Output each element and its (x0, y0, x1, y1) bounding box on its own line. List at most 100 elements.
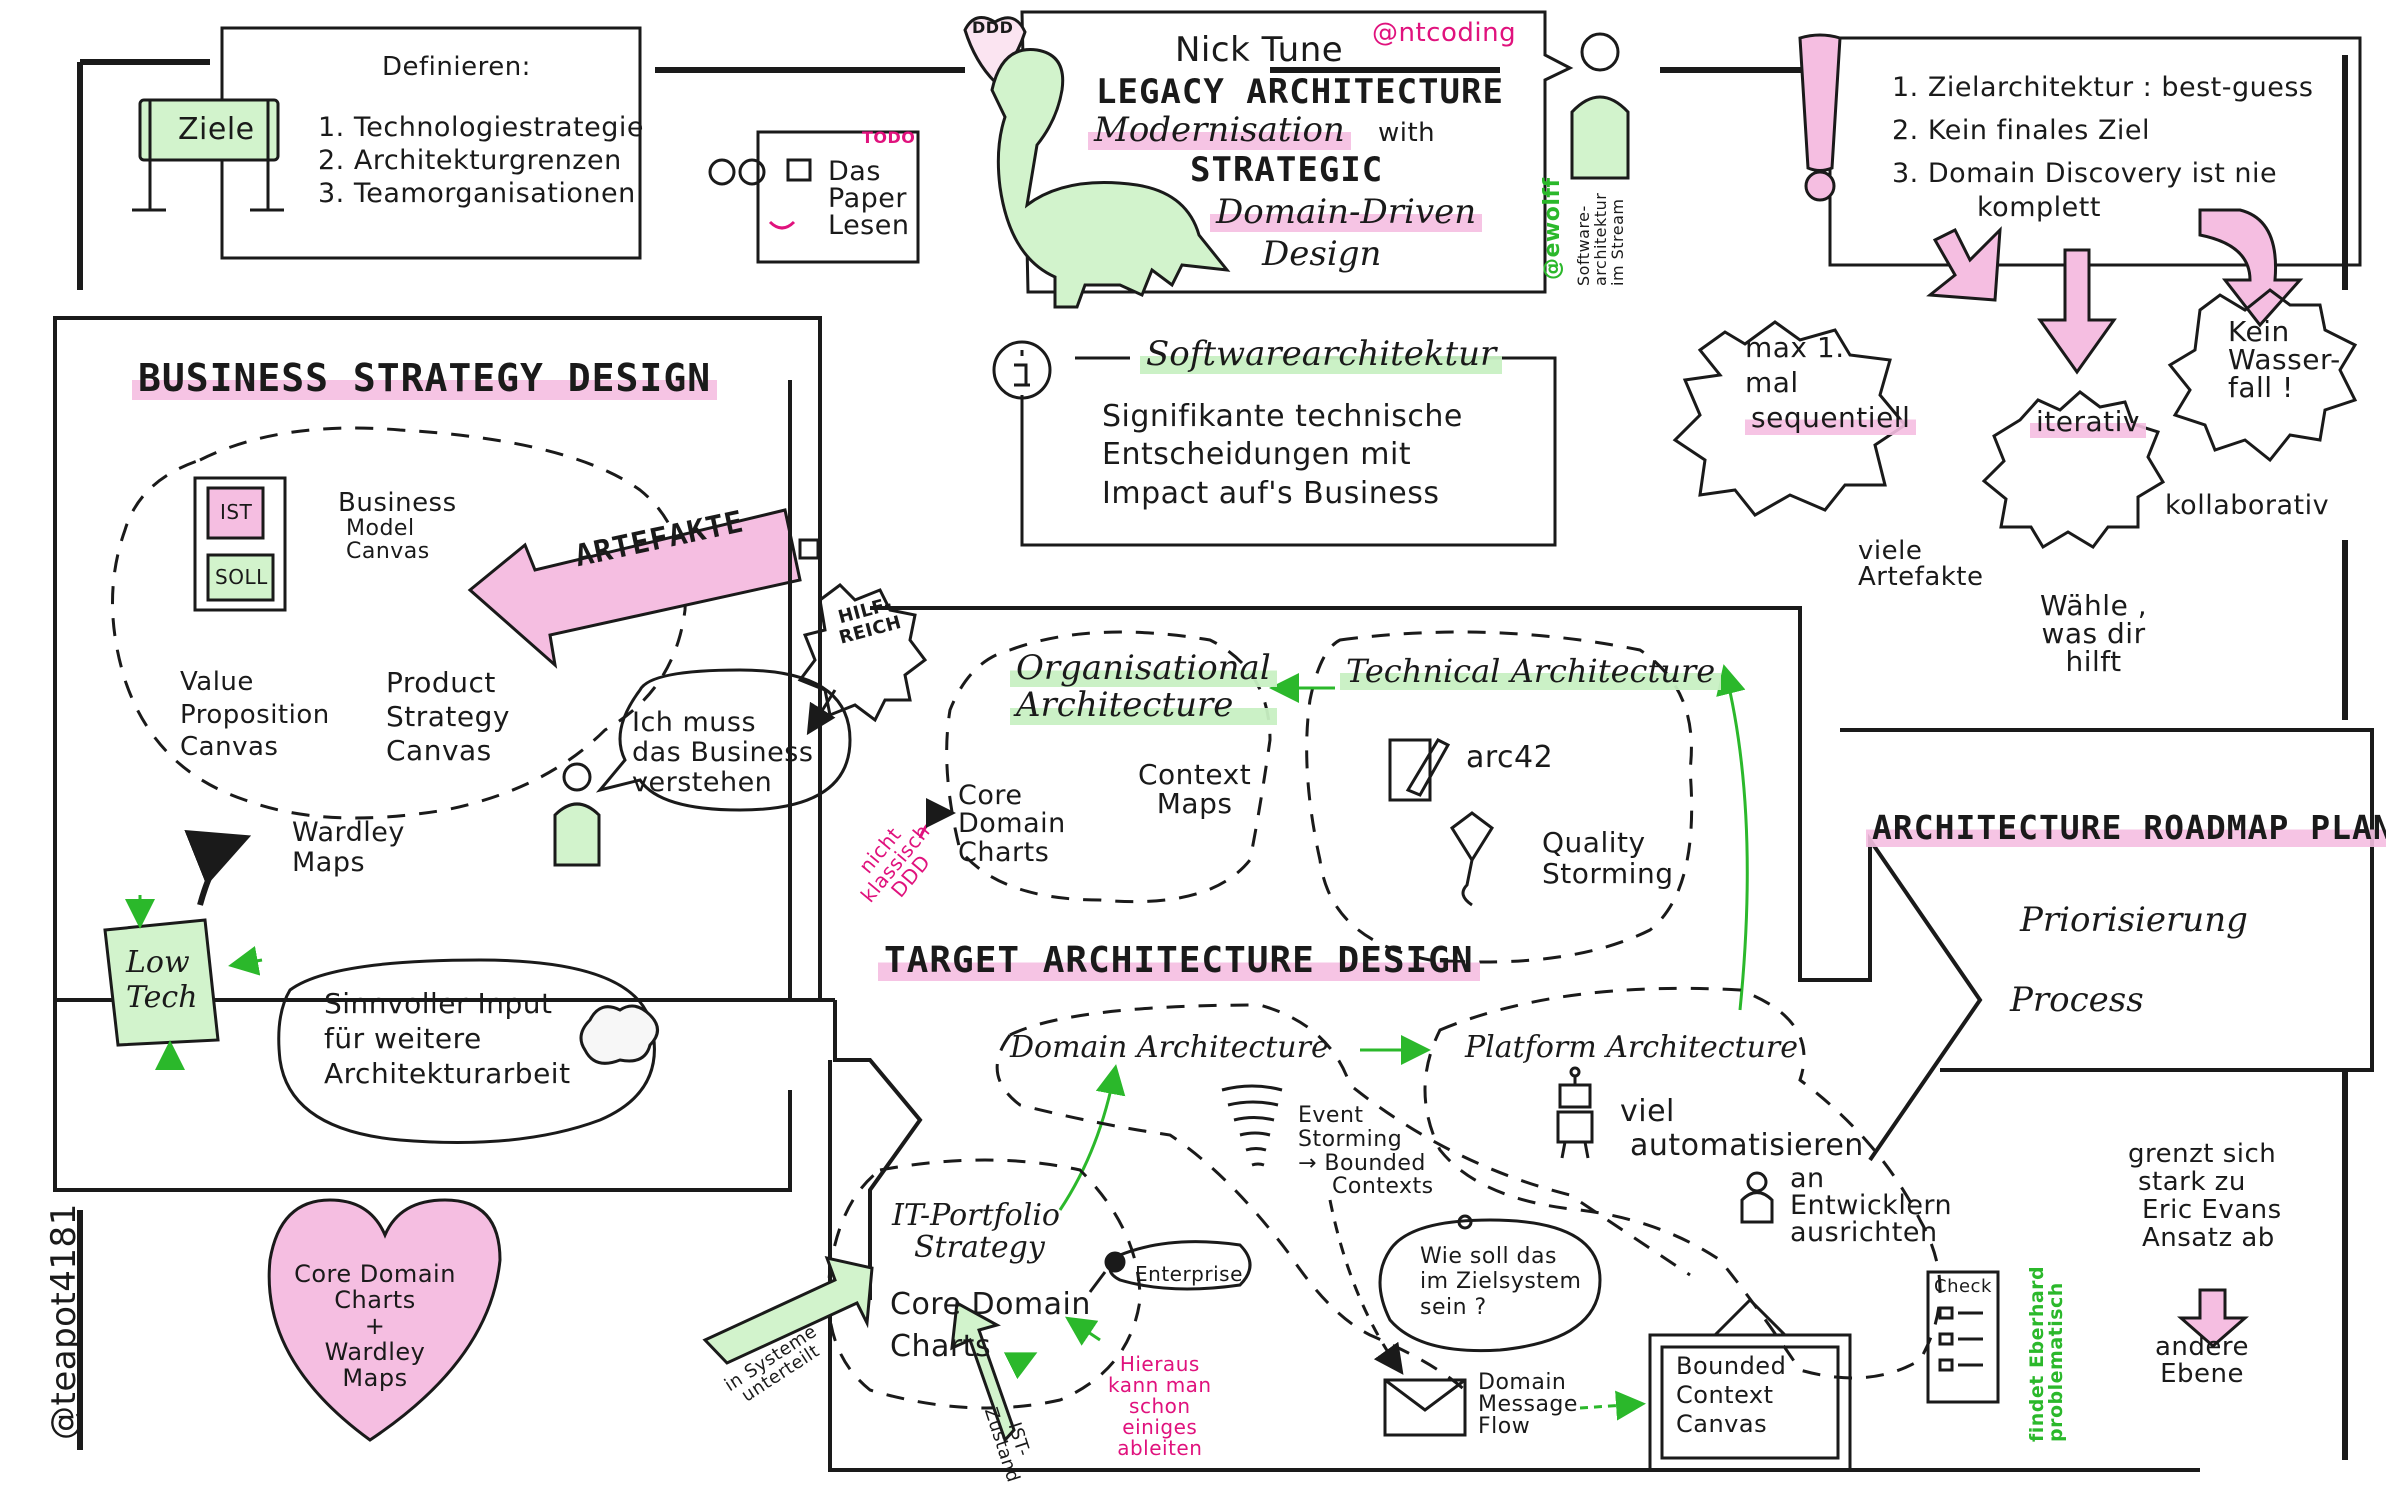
goals-item: 3. Teamorganisationen (318, 177, 636, 209)
todo-line: Lesen (828, 210, 910, 241)
viele-line: viele (1858, 536, 1923, 566)
warning-item: 1. Zielarchitektur : best-guess (1892, 72, 2314, 103)
warning-item: 2. Kein finales Ziel (1892, 115, 2151, 147)
org-arch-line: Architecture (1010, 686, 1277, 725)
hieraus-line: ableiten (1117, 1436, 1203, 1460)
hieraus-line: einiges (1122, 1415, 1198, 1439)
goals-box (132, 26, 642, 260)
hieraus-line: Hieraus (1119, 1352, 1200, 1376)
wardley-line: Wardley (292, 817, 405, 848)
org-core-line: Core (958, 780, 1023, 811)
andere-ebene: andere Ebene (2155, 1332, 2250, 1389)
talk-title-5: Domain-Driven (1210, 192, 1483, 232)
low-tech: Low Tech (126, 945, 198, 1015)
speech-text: Ich muss das Business verstehen (632, 707, 814, 799)
vpc-line: Proposition (180, 699, 330, 730)
entw-line: Entwicklern (1790, 1190, 1953, 1221)
tech-arch-title: Technical Architecture (1340, 652, 1722, 690)
checklist-label: Check (1934, 1276, 1992, 1297)
grenzt-sich: grenzt sich stark zu Eric Evans Ansatz a… (2128, 1140, 2282, 1252)
bmc-line: Model (346, 516, 415, 542)
burst-line: Wasser- (2228, 343, 2341, 376)
wie-line: sein ? (1420, 1294, 1487, 1320)
eye-icon (1457, 1214, 1473, 1230)
tech-cloud (1305, 630, 1694, 964)
auto-line: automatisieren (1630, 1127, 1864, 1163)
envelope-icon (1383, 1378, 1467, 1437)
context-maps-line: Maps (1156, 787, 1233, 821)
sa-line: Signifikante technische (1102, 399, 1463, 434)
robot-icon (1556, 1066, 1594, 1159)
vpc-line: Value (180, 667, 254, 697)
warning-list: 1. Zielarchitektur : best-guess 2. Kein … (1892, 66, 2314, 223)
hieraus: Hieraus kann man schon einiges ableiten (1108, 1354, 1212, 1459)
bcc-line: Context (1676, 1380, 1774, 1409)
dmf-line: Flow (1478, 1414, 1531, 1439)
roadmap-frame (1840, 728, 2374, 1072)
vpc: Value Proposition Canvas (180, 666, 330, 764)
kollaborativ: kollaborativ (2165, 490, 2330, 521)
brain-icon (579, 1004, 659, 1065)
low-tech-note (103, 918, 220, 1047)
picture-frame (1648, 1297, 1852, 1472)
grenzt-line: stark zu (2138, 1167, 2246, 1198)
event-line: Storming (1298, 1126, 1403, 1152)
hieraus-line: kann man (1108, 1373, 1212, 1397)
enterprise-bubble (1088, 1240, 1252, 1293)
talk-title-3: with (1378, 118, 1436, 148)
org-cloud (945, 630, 1272, 904)
burst-iterativ: iterativ (2030, 405, 2146, 438)
andere-line: andere (2155, 1332, 2250, 1362)
burst-line: Kein (2228, 315, 2290, 348)
roadmap-process: Process (2010, 980, 2144, 1020)
grenzt-line: Eric Evans (2142, 1195, 2282, 1226)
dmf-line: Message (1478, 1392, 1578, 1417)
input-text: Sinnvoller Input für weitere Architektur… (324, 986, 571, 1091)
event-storming-tornado-icon (1221, 1084, 1283, 1167)
event-storming: Event Storming → Bounded Contexts (1298, 1104, 1434, 1199)
dinosaur-icon (990, 48, 1231, 309)
burst-sequentiell: max 1. mal sequentiell (1745, 330, 1917, 435)
host-handle: @ewolff (1540, 177, 1565, 280)
low-tech-arrows (125, 830, 263, 1070)
todo-card (708, 130, 920, 264)
input-line: Sinnvoller Input (324, 987, 553, 1020)
bmc: Business Model Canvas (338, 489, 457, 563)
low-tech-line: Low (126, 945, 190, 980)
event-line: Contexts (1332, 1174, 1434, 1200)
org-core-domain: Core Domain Charts (958, 780, 1066, 867)
ist-soll-notes (193, 476, 287, 612)
portfolio-charts-line: Core Domain (890, 1287, 1091, 1322)
wardley-line: Maps (292, 847, 366, 879)
dashed-flow-arrow (1328, 1199, 1404, 1375)
platform-arch-title: Platform Architecture (1465, 1030, 1799, 1065)
question-bubble (1378, 1218, 1602, 1353)
automatisieren: viel automatisieren (1610, 1095, 1864, 1162)
speech-line: das Business (632, 737, 814, 769)
goals-sign: Ziele (178, 112, 255, 147)
portfolio-charts: Core Domain Charts (890, 1284, 1091, 1368)
vpc-line: Canvas (180, 732, 279, 762)
teapot-handle: @teapot4181 (44, 1203, 84, 1440)
arc42-label: arc42 (1466, 740, 1554, 775)
warning-item: komplett (1977, 191, 2101, 223)
arc42-pen-icon (1388, 738, 1451, 802)
hilfreich-burst (797, 583, 928, 736)
todo-text: Das Paper Lesen (828, 158, 909, 239)
business-cloud (111, 426, 687, 820)
burst-line: max 1. (1745, 331, 1845, 364)
portfolio-green-arrows (702, 1255, 1016, 1443)
viele-line: Artefakte (1858, 562, 1984, 592)
target-title: TARGET ARCHITECTURE DESIGN (878, 940, 1480, 981)
event-line: → Bounded (1298, 1150, 1426, 1176)
enterprise-label: Enterprise (1135, 1262, 1243, 1286)
warning-arrows (1926, 208, 2304, 375)
input-bubble (277, 958, 659, 1144)
burst-line: mal (1745, 366, 1799, 399)
sa-line: Entscheidungen mit (1102, 437, 1412, 473)
speech-line: Ich muss (632, 707, 757, 738)
entwickler: an Entwicklern ausrichten (1790, 1165, 1952, 1246)
waehle-line: was dir (2041, 617, 2146, 650)
heart-line: Maps (342, 1363, 408, 1392)
ddd-badge: DDD (972, 18, 1014, 37)
